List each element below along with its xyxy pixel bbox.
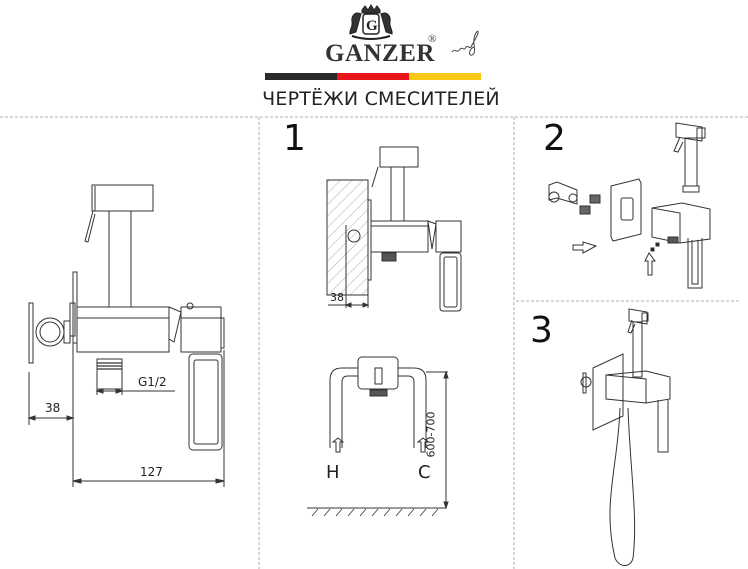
flag-bar-yellow bbox=[409, 73, 481, 80]
svg-text:G: G bbox=[366, 18, 378, 34]
dim-wall-38: 38 bbox=[330, 291, 344, 304]
registered-mark: ® bbox=[428, 33, 437, 45]
step-2-label: 2 bbox=[543, 118, 566, 159]
signature-icon bbox=[451, 30, 479, 56]
step2-exploded-drawing bbox=[548, 122, 711, 289]
brand-name: GANZER bbox=[325, 40, 435, 67]
page-title: ЧЕРТЁЖИ СМЕСИТЕЛЕЙ bbox=[262, 88, 500, 110]
step1-wall-mount-drawing bbox=[326, 146, 462, 312]
rough-in-drawing bbox=[307, 356, 449, 517]
hot-label: H bbox=[326, 462, 340, 483]
mixer-side-view bbox=[27, 184, 225, 487]
dim-length-127: 127 bbox=[140, 465, 163, 479]
dim-height-range: 600-700 bbox=[424, 411, 438, 458]
ganzer-crest-icon: G bbox=[349, 4, 393, 40]
step-3-label: 3 bbox=[530, 310, 553, 351]
dim-depth-38: 38 bbox=[45, 401, 61, 415]
cold-label: C bbox=[418, 462, 431, 483]
step3-assembled-drawing bbox=[580, 308, 671, 566]
flag-bar-black bbox=[265, 73, 337, 80]
flag-bar-red bbox=[337, 73, 409, 80]
dim-thread-g12: G1/2 bbox=[138, 375, 167, 389]
step-1-label: 1 bbox=[283, 118, 306, 159]
section-dividers bbox=[0, 116, 748, 569]
